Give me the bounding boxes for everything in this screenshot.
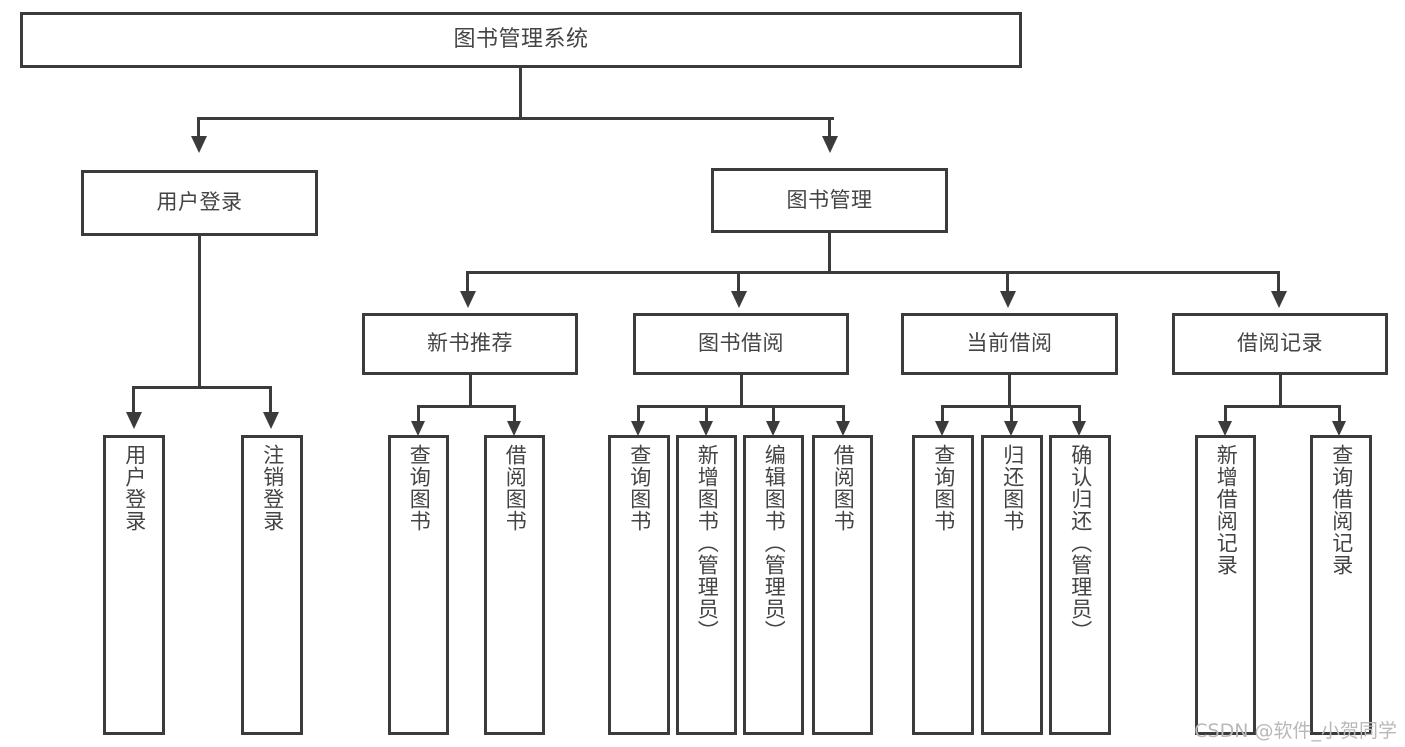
arrow-to-borrow-record [1271,291,1287,308]
arrow-to-leaf-user-login [126,412,142,429]
node-user-login[interactable]: 用户登录 [81,170,318,236]
edge-current-borrow-drop-2 [1010,405,1013,423]
arrow-to-current-borrow [1000,291,1016,308]
edge-user-login-bus [132,386,271,389]
node-label: 借阅图书 [831,444,856,532]
arrow-to-book-mgmt [822,136,838,153]
leaf-user-login[interactable]: 用户登录 [103,435,165,735]
edge-level3-drop-1 [466,271,469,293]
edge-current-borrow-drop-3 [1078,405,1081,423]
arrow-to-leaf-add-book [699,421,713,436]
edge-root-bus [197,117,834,120]
node-label: 确认归还（管理员） [1068,444,1093,642]
edge-new-book-drop-1 [417,405,420,423]
edge-user-login-drop-1 [132,386,135,414]
leaf-confirm-return-admin[interactable]: 确认归还（管理员） [1049,435,1111,735]
node-label: 用户登录 [122,444,147,532]
node-label: 查询图书 [627,444,652,532]
node-label: 新增图书（管理员） [695,444,720,642]
arrow-to-book-borrow [731,291,747,308]
node-label: 用户登录 [156,190,243,215]
node-label: 查询图书 [407,444,432,532]
node-label: 新增借阅记录 [1214,444,1239,576]
node-label: 当前借阅 [966,331,1053,356]
csdn-watermark: CSDN @软件_小贺同学 [1194,720,1397,742]
edge-new-book-bus [417,405,516,408]
edge-root-to-user-login [197,117,200,139]
leaf-edit-book-admin[interactable]: 编辑图书（管理员） [743,435,804,735]
node-label: 图书借阅 [698,331,784,356]
arrow-to-leaf-confirm-return [1072,421,1086,436]
arrow-to-leaf-borrow-book-2 [836,421,850,436]
leaf-add-book-admin[interactable]: 新增图书（管理员） [676,435,737,735]
node-label: 注销登录 [260,444,285,532]
arrow-to-new-book-recommend [460,291,476,308]
leaf-query-borrow-record[interactable]: 查询借阅记录 [1310,435,1372,735]
edge-level3-drop-3 [1006,271,1009,293]
arrow-to-leaf-query-book-2 [631,421,645,436]
node-label: 查询借阅记录 [1329,444,1354,576]
leaf-borrow-book[interactable]: 借阅图书 [812,435,873,735]
edge-new-book-drop-2 [513,405,516,423]
leaf-add-borrow-record[interactable]: 新增借阅记录 [1195,435,1256,735]
edge-book-borrow-bus [637,405,845,408]
arrow-to-leaf-edit-book [766,421,780,436]
edge-user-login-stem [198,236,201,387]
arrow-to-leaf-query-book-3 [935,421,949,436]
edge-book-borrow-stem [740,375,743,407]
edge-borrow-record-stem [1279,375,1282,407]
leaf-return-book[interactable]: 归还图书 [981,435,1043,735]
node-label: 图书管理 [786,187,873,212]
node-label: 借阅记录 [1237,331,1323,356]
leaf-query-book-recommend[interactable]: 查询图书 [388,435,449,735]
arrow-to-leaf-logout [263,412,279,429]
arrow-to-leaf-return-book [1004,421,1018,436]
edge-user-login-drop-2 [269,386,272,414]
edge-level3-drop-4 [1277,271,1280,293]
node-borrow-record[interactable]: 借阅记录 [1172,313,1388,375]
arrow-to-leaf-query-book-1 [411,421,425,436]
edge-borrow-record-drop-1 [1224,405,1227,423]
node-label: 图书管理系统 [453,26,589,52]
node-label: 新书推荐 [427,331,513,356]
node-new-book-recommend[interactable]: 新书推荐 [362,313,578,375]
edge-book-borrow-drop-2 [705,405,708,423]
arrow-to-leaf-add-record [1218,421,1232,436]
leaf-query-book-current[interactable]: 查询图书 [912,435,974,735]
arrow-to-leaf-borrow-book-1 [507,421,521,436]
node-label: 查询图书 [931,444,956,532]
leaf-borrow-book-recommend[interactable]: 借阅图书 [484,435,545,735]
edge-current-borrow-drop-1 [941,405,944,423]
arrow-to-leaf-query-record [1332,421,1346,436]
node-book-borrow[interactable]: 图书借阅 [633,313,849,375]
edge-level3-bus [466,271,1280,274]
node-book-management[interactable]: 图书管理 [711,168,948,233]
edge-current-borrow-stem [1008,375,1011,407]
node-root-system[interactable]: 图书管理系统 [20,12,1022,68]
edge-book-borrow-drop-4 [842,405,845,423]
edge-root-to-book-mgmt [828,117,831,139]
node-current-borrow[interactable]: 当前借阅 [901,313,1118,375]
leaf-query-book-borrow[interactable]: 查询图书 [608,435,670,735]
edge-borrow-record-drop-2 [1338,405,1341,423]
edge-book-borrow-drop-3 [772,405,775,423]
node-label: 归还图书 [1000,444,1025,532]
edge-borrow-record-bus [1224,405,1341,408]
edge-book-borrow-drop-1 [637,405,640,423]
node-label: 编辑图书（管理员） [762,444,787,642]
node-label: 借阅图书 [503,444,528,532]
edge-book-mgmt-stem [828,233,831,273]
leaf-logout[interactable]: 注销登录 [241,435,303,735]
edge-root-stem [519,68,522,118]
edge-level3-drop-2 [737,271,740,293]
edge-new-book-stem [469,375,472,407]
arrow-to-user-login [191,136,207,153]
